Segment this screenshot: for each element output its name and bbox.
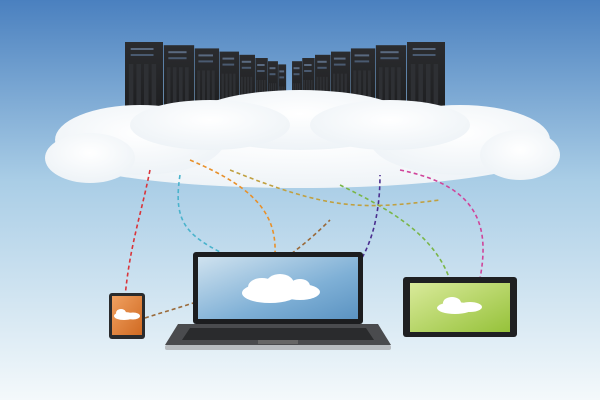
connection-line bbox=[229, 169, 441, 207]
connection-line bbox=[123, 169, 151, 311]
laptop bbox=[165, 252, 391, 350]
tablet bbox=[403, 277, 517, 337]
main-cloud bbox=[45, 90, 560, 188]
laptop-cloud-icon bbox=[242, 274, 320, 303]
laptop-front-edge bbox=[165, 345, 391, 350]
smartphone bbox=[109, 293, 145, 339]
phone-cloud-icon bbox=[114, 309, 140, 320]
tablet-cloud-icon bbox=[437, 297, 482, 314]
connection-line bbox=[339, 184, 456, 306]
